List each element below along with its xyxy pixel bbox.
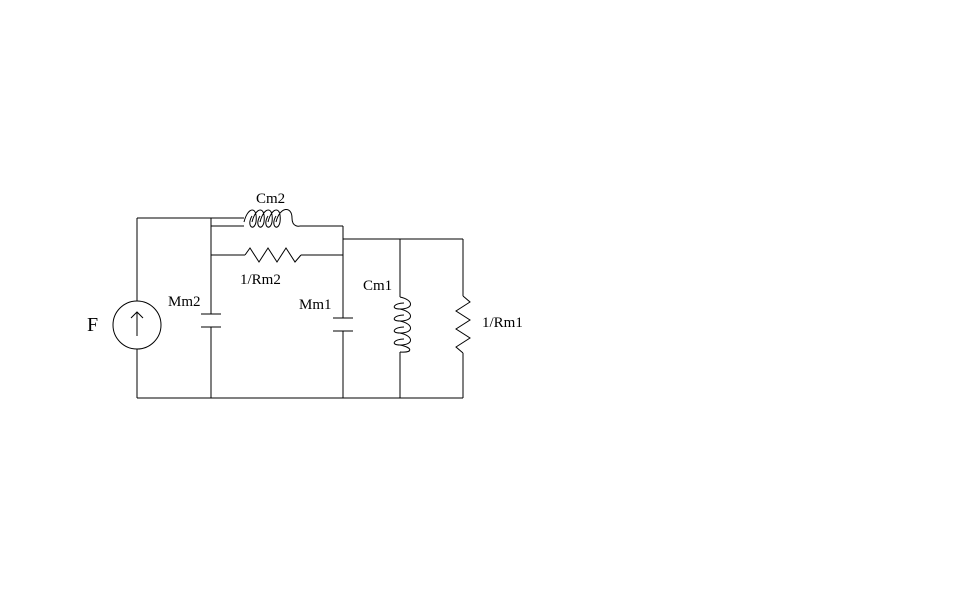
label-rm2: 1/Rm2 bbox=[240, 272, 281, 288]
label-mm1: Mm1 bbox=[299, 297, 332, 313]
capacitor-mm1 bbox=[333, 317, 353, 332]
inductor-cm1-coils bbox=[393, 296, 411, 353]
inductor-cm2-coils bbox=[243, 209, 301, 228]
resistor-rm2 bbox=[244, 247, 302, 263]
resistor-rm1 bbox=[455, 295, 471, 354]
label-mm2: Mm2 bbox=[168, 294, 201, 310]
capacitor-mm2 bbox=[201, 313, 221, 328]
label-rm1: 1/Rm1 bbox=[482, 315, 523, 331]
inductor-cm2 bbox=[243, 209, 301, 228]
current-source-circle bbox=[112, 300, 162, 350]
label-cm2: Cm2 bbox=[256, 191, 285, 207]
label-f: F bbox=[87, 314, 98, 336]
wires bbox=[136, 217, 464, 399]
arrow-up-icon bbox=[130, 311, 144, 319]
current-source bbox=[112, 300, 162, 350]
inductor-cm1 bbox=[393, 296, 411, 353]
label-cm1: Cm1 bbox=[363, 278, 392, 294]
